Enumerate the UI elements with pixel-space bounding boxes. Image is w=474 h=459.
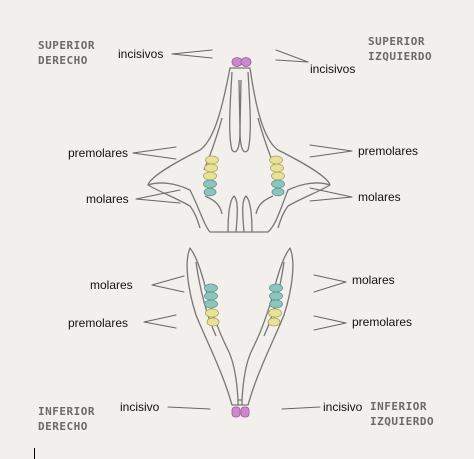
upper-premolar	[205, 155, 219, 165]
pointer-lower-molars-left	[151, 275, 185, 286]
quadrant-lower-left-line1: INFERIOR	[370, 400, 427, 413]
label-lower-incisor-right: incisivo	[323, 400, 363, 414]
pointer-lower-incisor-left	[167, 406, 211, 410]
pointer-upper-molars-right	[309, 196, 353, 202]
label-lower-premolars-right: premolares	[352, 315, 413, 329]
pointer-lines	[132, 49, 353, 410]
upper-premolar	[270, 163, 284, 173]
right-zygomatic-arch	[277, 184, 331, 229]
pointer-upper-molars-right	[309, 187, 353, 198]
upper-incisors	[231, 57, 252, 67]
upper-incisor-right	[240, 57, 252, 67]
choana-right	[242, 195, 253, 233]
lower-premolar	[268, 308, 282, 318]
lower-premolar	[206, 317, 220, 327]
quadrant-upper-left-line2: IZQUIERDO	[368, 50, 433, 63]
quadrant-upper-left-line1: SUPERIOR	[368, 35, 425, 48]
left-zygomatic-arch	[147, 184, 201, 229]
left-ramus-inner	[195, 261, 217, 337]
pointer-lower-premolars-left	[143, 321, 177, 329]
label-lower-incisor-left: incisivo	[120, 400, 160, 414]
right-incisive-bone	[239, 71, 251, 153]
pointer-upper-molars-left	[135, 198, 181, 204]
pointer-upper-incisors-left	[171, 53, 213, 59]
lower-incisors	[231, 406, 250, 418]
mandible-outline	[186, 247, 294, 406]
left-incisive-bone	[229, 71, 241, 153]
pointer-upper-incisors-left	[171, 49, 213, 55]
lower-molar	[204, 283, 218, 293]
label-upper-incisors-right: incisivos	[310, 62, 356, 76]
pointer-lower-premolars-right	[313, 322, 347, 331]
upper-molar	[203, 179, 217, 189]
lower-premolar	[267, 317, 281, 327]
lower-incisor-right	[240, 406, 250, 418]
pointer-lower-premolars-right	[313, 315, 347, 324]
quadrant-upper-right-line1: SUPERIOR	[38, 39, 95, 52]
upper-left-cheek-teeth	[203, 155, 219, 197]
label-lower-molars-left: molares	[90, 278, 133, 292]
quadrant-lower-right-line1: INFERIOR	[38, 405, 95, 418]
mandibular-symphysis	[237, 400, 243, 405]
pointer-lower-molars-right	[313, 274, 347, 283]
upper-molar	[271, 187, 285, 197]
lower-molar	[204, 299, 218, 309]
upper-jaw	[147, 67, 331, 233]
lower-molar	[269, 299, 283, 309]
pointer-upper-premolars-left	[132, 152, 177, 160]
pointer-upper-premolars-right	[309, 144, 353, 152]
pointer-upper-molars-left	[135, 189, 181, 200]
upper-molar	[203, 187, 217, 197]
choana-left	[227, 195, 238, 233]
lower-incisor-left	[231, 406, 241, 418]
upper-premolar	[204, 163, 218, 173]
upper-skull-outline	[147, 67, 331, 233]
pointer-lower-molars-right	[313, 281, 347, 293]
label-lower-premolars-left: premolares	[68, 316, 129, 330]
upper-incisor-left	[231, 57, 243, 67]
pointer-lower-incisor-right	[281, 406, 321, 410]
pointer-lower-molars-left	[151, 284, 185, 293]
quadrant-lower-right-line2: DERECHO	[38, 420, 88, 433]
label-upper-molars-right: molares	[358, 190, 401, 204]
quadrant-upper-left: SUPERIOR IZQUIERDO	[368, 34, 432, 64]
lower-molar	[269, 291, 283, 301]
label-upper-premolars-left: premolares	[68, 146, 129, 160]
left-pterygoid	[204, 195, 223, 215]
lower-premolar	[205, 308, 219, 318]
upper-premolar	[271, 171, 285, 181]
lower-molar	[269, 283, 283, 293]
label-lower-molars-right: molares	[352, 273, 395, 287]
upper-right-cheek-teeth	[269, 155, 285, 197]
upper-premolar	[203, 171, 217, 181]
lower-molar	[204, 291, 218, 301]
text-cursor	[34, 448, 35, 459]
pointer-upper-premolars-right	[309, 150, 353, 158]
upper-premolar	[269, 155, 283, 165]
pointer-upper-premolars-left	[132, 146, 177, 154]
pointer-upper-incisors-right	[275, 49, 309, 63]
quadrant-upper-right-line2: DERECHO	[38, 54, 88, 67]
quadrant-lower-left: INFERIOR IZQUIERDO	[370, 399, 434, 429]
quadrant-lower-left-line2: IZQUIERDO	[370, 415, 435, 428]
label-upper-incisors-left: incisivos	[118, 47, 164, 61]
quadrant-upper-right: SUPERIOR DERECHO	[38, 38, 95, 68]
right-pterygoid	[255, 195, 274, 215]
lower-left-cheek-teeth	[204, 283, 220, 327]
upper-molar	[271, 179, 285, 189]
label-upper-molars-left: molares	[86, 192, 129, 206]
lower-right-cheek-teeth	[267, 283, 283, 327]
label-upper-premolars-right: premolares	[358, 144, 419, 158]
quadrant-lower-right: INFERIOR DERECHO	[38, 404, 95, 434]
pointer-lower-premolars-left	[143, 314, 177, 323]
pointer-upper-incisors-right	[275, 59, 309, 63]
